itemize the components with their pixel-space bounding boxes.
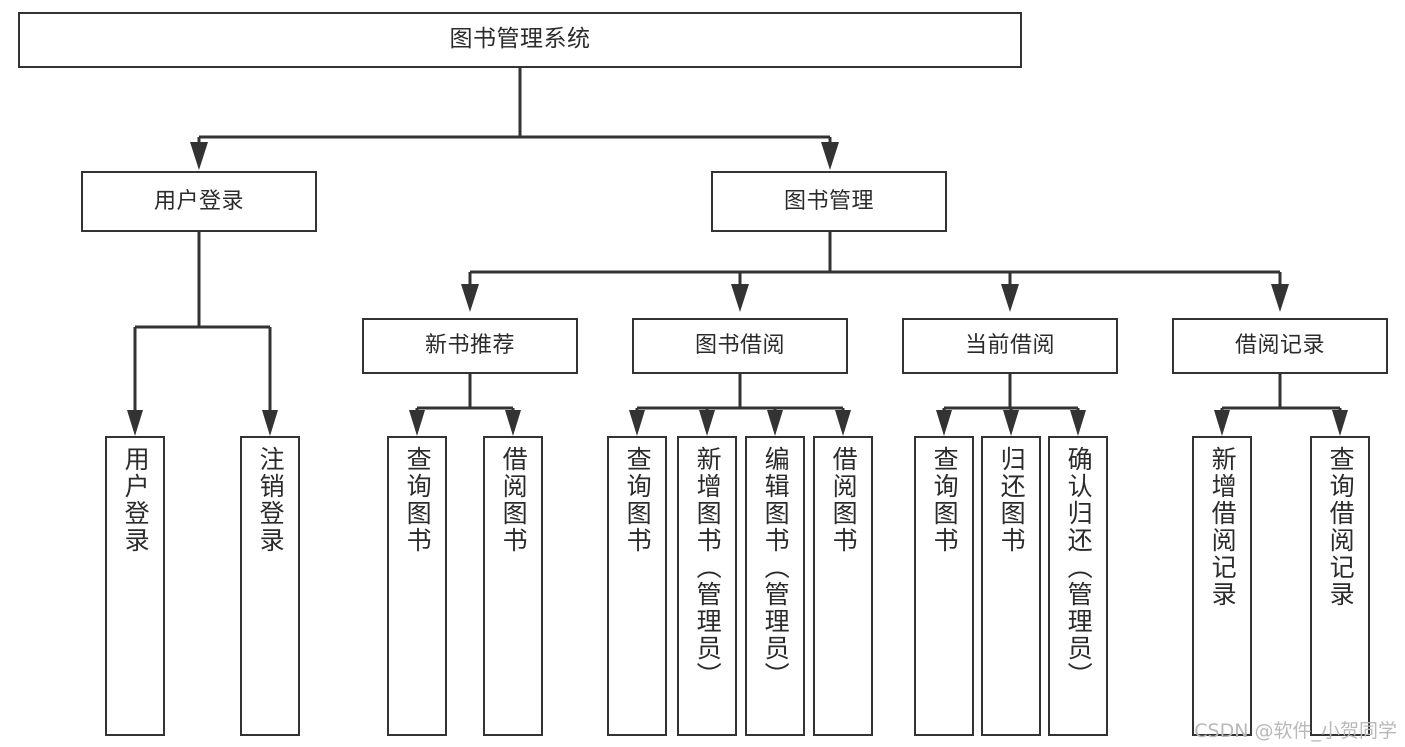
node-label: 图书管理: [783, 188, 874, 214]
node-leaf-query-record[interactable]: 查询借阅记录: [1310, 436, 1370, 736]
node-label: 查询图书: [403, 446, 433, 554]
node-label: 查询图书: [623, 446, 653, 554]
node-leaf-add-record[interactable]: 新增借阅记录: [1192, 436, 1252, 736]
node-label: 编辑图书（管理员）: [761, 446, 791, 689]
node-label: 新增图书（管理员）: [693, 446, 723, 689]
node-label: 新增借阅记录: [1208, 446, 1238, 608]
node-leaf-user-logout[interactable]: 注销登录: [240, 436, 300, 736]
node-label: 确认归还（管理员）: [1064, 446, 1094, 689]
node-new-book-recommend[interactable]: 新书推荐: [362, 318, 578, 374]
node-label: 图书借阅: [694, 333, 785, 359]
node-borrow-record[interactable]: 借阅记录: [1172, 318, 1388, 374]
node-label: 查询图书: [930, 446, 960, 554]
node-label: 归还图书: [997, 446, 1027, 554]
node-book-borrow[interactable]: 图书借阅: [632, 318, 848, 374]
node-label: 新书推荐: [424, 333, 515, 359]
node-leaf-return-book[interactable]: 归还图书: [981, 436, 1041, 736]
node-user-login[interactable]: 用户登录: [81, 171, 317, 232]
node-book-manage[interactable]: 图书管理: [711, 171, 947, 232]
node-leaf-query-book-3[interactable]: 查询图书: [914, 436, 974, 736]
csdn-watermark: CSDN @软件_小贺同学: [1194, 720, 1397, 742]
node-label: 借阅图书: [829, 446, 859, 554]
node-leaf-query-book-1[interactable]: 查询图书: [387, 436, 447, 736]
node-root-book-management-system[interactable]: 图书管理系统: [18, 12, 1022, 68]
node-label: 用户登录: [121, 446, 151, 554]
node-leaf-borrow-book-1[interactable]: 借阅图书: [483, 436, 543, 736]
node-leaf-query-book-2[interactable]: 查询图书: [607, 436, 667, 736]
node-leaf-borrow-book-2[interactable]: 借阅图书: [813, 436, 873, 736]
node-label: 借阅记录: [1234, 333, 1325, 359]
node-leaf-user-login[interactable]: 用户登录: [105, 436, 165, 736]
node-label: 查询借阅记录: [1326, 446, 1356, 608]
node-label: 图书管理系统: [449, 26, 591, 53]
node-leaf-edit-book[interactable]: 编辑图书（管理员）: [745, 436, 805, 736]
node-label: 注销登录: [256, 446, 286, 554]
node-leaf-confirm-return[interactable]: 确认归还（管理员）: [1048, 436, 1108, 736]
node-label: 借阅图书: [499, 446, 529, 554]
node-label: 当前借阅: [964, 333, 1055, 359]
node-current-borrow[interactable]: 当前借阅: [902, 318, 1118, 374]
node-leaf-add-book[interactable]: 新增图书（管理员）: [677, 436, 737, 736]
node-label: 用户登录: [153, 188, 244, 214]
